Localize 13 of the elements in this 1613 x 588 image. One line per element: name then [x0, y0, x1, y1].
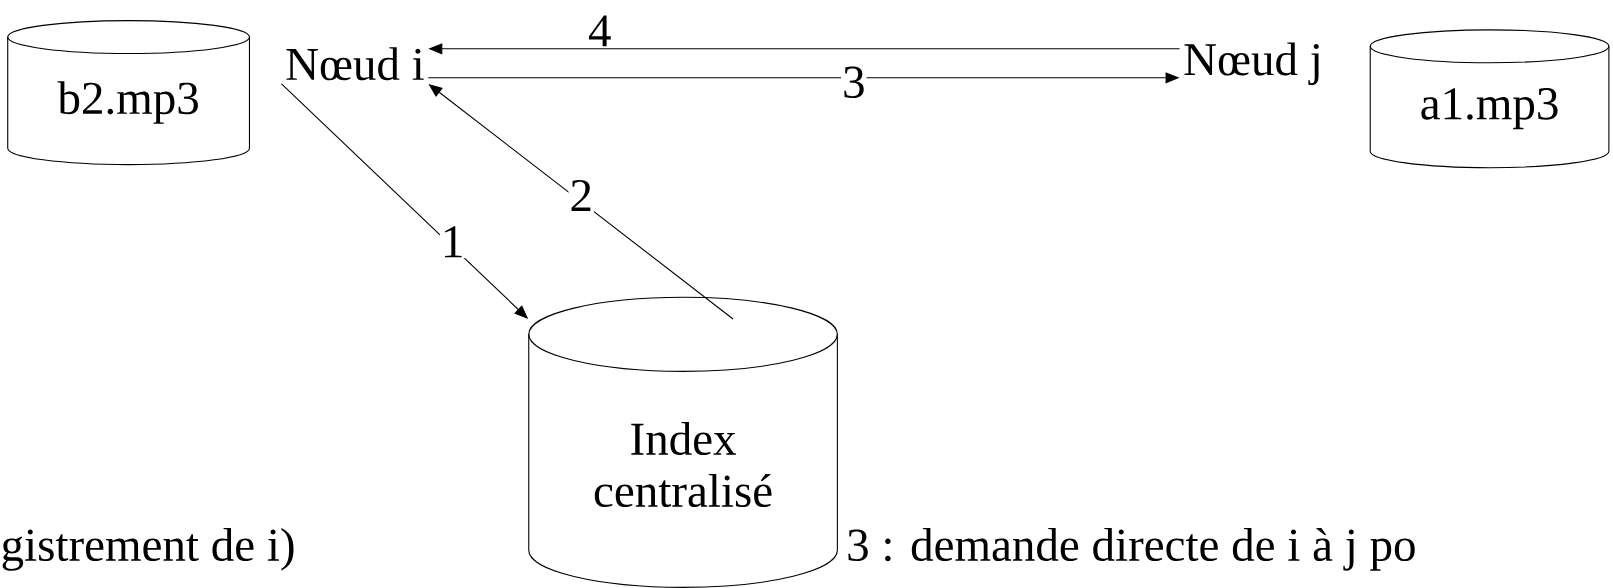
edge-label: 3 [844, 66, 864, 98]
cylinder: Index centralisé [528, 296, 838, 588]
node-label: b2.mp3 [57, 80, 198, 124]
edge-label: 2 [571, 179, 591, 211]
node-label: Index centralisé [594, 421, 772, 507]
cylinder: b2.mp3 [7, 19, 250, 165]
edge-label: 1 [445, 226, 462, 258]
node-label: a1.mp3 [1421, 87, 1558, 129]
cylinder: a1.mp3 [1369, 29, 1610, 168]
legend-note: gistrement de i) [2, 527, 294, 571]
edge-label: 4 [588, 15, 611, 47]
node-label: Nœud i [286, 47, 424, 81]
node-label: Nœud j [1184, 42, 1319, 85]
